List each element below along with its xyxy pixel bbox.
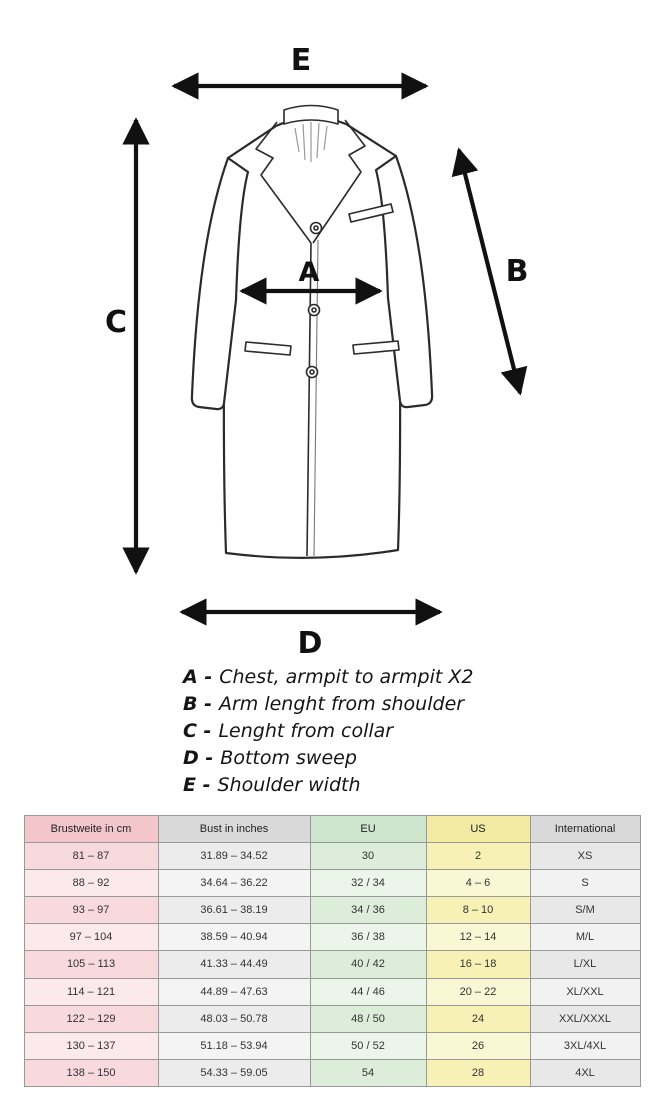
cell-eu: 30 [309,842,427,871]
legend-letter-b: B - [183,693,212,715]
legend-item-c: C - Lenght from collar [183,718,664,745]
size-table: Brustweite in cm Bust in inches EU US In… [23,814,641,1087]
legend-text-d: Bottom sweep [220,747,357,769]
cell-inches: 51.18 – 53.94 [157,1031,311,1060]
legend-letter-d: D - [183,747,214,769]
coat-left-sleeve [190,156,250,411]
cell-inches: 38.59 – 40.94 [157,923,311,952]
label-e: E [291,43,312,78]
cell-eu: 50 / 52 [309,1031,427,1060]
right-hip-pocket [352,340,400,355]
table-row: 88 – 92 34.64 – 36.22 32 / 34 4 – 6 S [23,869,641,898]
cell-us: 8 – 10 [425,896,531,925]
label-c: C [105,305,127,340]
inner-lining-lines [294,122,328,162]
table-row: 93 – 97 36.61 – 38.19 34 / 36 8 – 10 S/M [23,896,641,925]
left-hip-pocket [244,341,292,356]
cell-us: 26 [425,1031,531,1060]
cell-inches: 48.03 – 50.78 [157,1004,311,1033]
cell-eu: 48 / 50 [309,1004,427,1033]
breast-pocket [348,203,394,223]
cell-us: 28 [425,1058,531,1087]
legend-text-c: Lenght from collar [218,720,394,742]
cell-international: M/L [529,923,641,952]
cell-international: 4XL [529,1058,641,1087]
table-row: 105 – 113 41.33 – 44.49 40 / 42 16 – 18 … [23,950,641,979]
legend-item-e: E - Shoulder width [183,772,664,799]
legend-item-d: D - Bottom sweep [183,745,664,772]
cell-cm: 114 – 121 [23,977,159,1006]
cell-cm: 122 – 129 [23,1004,159,1033]
label-d: D [298,626,323,660]
cell-us: 24 [425,1004,531,1033]
cell-inches: 34.64 – 36.22 [157,869,311,898]
cell-inches: 36.61 – 38.19 [157,896,311,925]
table-header-row: Brustweite in cm Bust in inches EU US In… [23,814,641,844]
cell-eu: 44 / 46 [309,977,427,1006]
legend-letter-a: A - [183,666,213,688]
arrow-b [451,147,528,396]
cell-international: L/XL [529,950,641,979]
coat-measurement-diagram: E C B A D [105,43,528,660]
cell-eu: 40 / 42 [309,950,427,979]
collar-band [283,104,339,125]
label-b: B [506,254,529,289]
cell-us: 16 – 18 [425,950,531,979]
coat-right-sleeve [374,154,434,409]
cell-us: 4 – 6 [425,869,531,898]
label-a: A [299,257,320,288]
cell-international: XXL/XXXL [529,1004,641,1033]
cell-eu: 32 / 34 [309,869,427,898]
cell-us: 20 – 22 [425,977,531,1006]
legend-letter-e: E - [183,774,211,796]
cell-international: XS [529,842,641,871]
table-row: 114 – 121 44.89 – 47.63 44 / 46 20 – 22 … [23,977,641,1006]
measurement-legend: A - Chest, armpit to armpit X2 B - Arm len… [183,664,664,799]
legend-text-a: Chest, armpit to armpit X2 [219,666,474,688]
cell-inches: 44.89 – 47.63 [157,977,311,1006]
column-header-us: US [425,814,531,844]
table-row: 130 – 137 51.18 – 53.94 50 / 52 26 3XL/4… [23,1031,641,1060]
cell-cm: 130 – 137 [23,1031,159,1060]
cell-international: XL/XXL [529,977,641,1006]
legend-item-a: A - Chest, armpit to armpit X2 [183,664,664,691]
legend-letter-c: C - [183,720,212,742]
table-row: 81 – 87 31.89 – 34.52 30 2 XS [23,842,641,871]
left-lapel [255,121,312,244]
column-header-eu: EU [309,814,427,844]
measurement-arrows [122,72,528,626]
legend-text-b: Arm lenght from shoulder [218,693,465,715]
cell-cm: 97 – 104 [23,923,159,952]
cell-cm: 105 – 113 [23,950,159,979]
coat-buttons [305,221,323,379]
coat-body [222,116,402,559]
column-header-international: International [529,814,641,844]
cell-international: 3XL/4XL [529,1031,641,1060]
column-header-brustweite-cm: Brustweite in cm [23,814,159,844]
cell-cm: 138 – 150 [23,1058,159,1087]
cell-international: S [529,869,641,898]
cell-eu: 54 [309,1058,427,1087]
table-row: 138 – 150 54.33 – 59.05 54 28 4XL [23,1058,641,1087]
cell-inches: 41.33 – 44.49 [157,950,311,979]
cell-cm: 88 – 92 [23,869,159,898]
cell-cm: 93 – 97 [23,896,159,925]
cell-us: 2 [425,842,531,871]
cell-us: 12 – 14 [425,923,531,952]
coat-illustration [190,116,434,559]
cell-cm: 81 – 87 [23,842,159,871]
cell-inches: 31.89 – 34.52 [157,842,311,871]
cell-eu: 34 / 36 [309,896,427,925]
legend-text-e: Shoulder width [217,774,361,796]
measurement-letter-labels: E C B A D [105,43,528,660]
cell-international: S/M [529,896,641,925]
legend-item-b: B - Arm lenght from shoulder [183,691,664,718]
right-lapel [312,119,366,244]
table-row: 97 – 104 38.59 – 40.94 36 / 38 12 – 14 M… [23,923,641,952]
cell-eu: 36 / 38 [309,923,427,952]
column-header-bust-inches: Bust in inches [157,814,311,844]
table-row: 122 – 129 48.03 – 50.78 48 / 50 24 XXL/X… [23,1004,641,1033]
cell-inches: 54.33 – 59.05 [157,1058,311,1087]
